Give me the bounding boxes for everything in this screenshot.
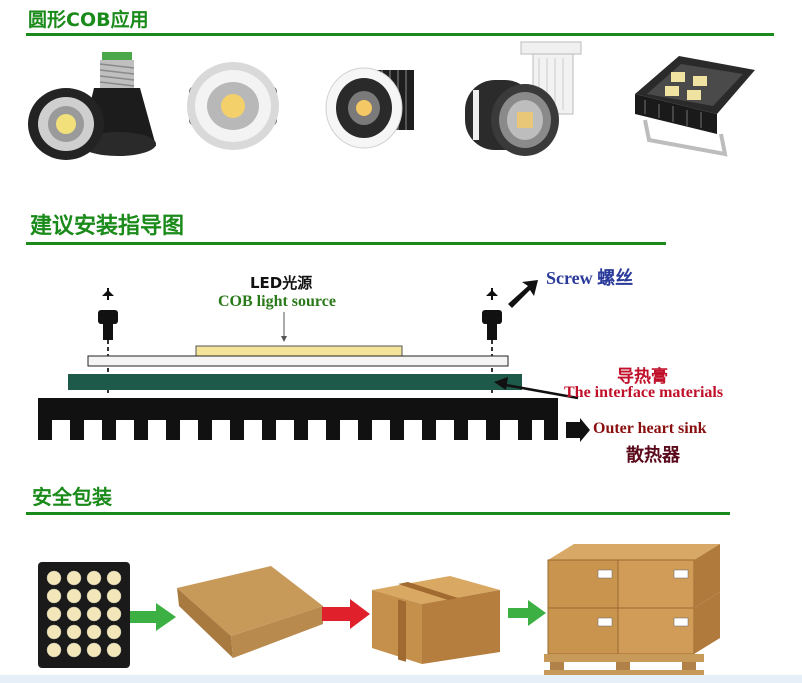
carton-box-image [372,576,500,664]
interface-materials-label: The interface materials [564,384,724,401]
product-image-spot-lamps [28,52,156,160]
heat-sink [38,398,558,420]
substrate-plate [87,355,509,367]
section-title-install-guide: 建议安装指导图 [30,213,185,239]
section-divider [26,33,774,36]
section-divider [26,512,730,515]
heat-sink-fins [38,420,558,440]
section-title-cob-application: 圆形COB应用 [28,9,149,31]
pallet-cartons-image [544,544,720,675]
bottom-edge-bar [0,675,802,683]
product-image-track-light [465,41,582,156]
led-source-label-cn: LED光源 [250,274,313,292]
arrow-right-icon [322,599,370,629]
heat-sink-label-cn: 散热器 [626,445,680,466]
screw-label: Screw 螺丝 [546,268,634,288]
led-source-label-en: COB light source [218,293,336,310]
packing-tray-image [38,562,130,668]
arrow-to-screw [508,280,538,308]
arrow-to-heatsink [566,418,590,442]
thermal-paste-label-cn: 导热膏 [617,367,668,387]
arrow-right-icon [130,603,176,631]
section-divider [26,242,666,245]
product-image-recessed-light [325,67,414,149]
installation-diagram [38,280,590,442]
arrow-to-interface [499,382,579,400]
interface-layer [68,374,522,390]
section-title-safe-packing: 安全包装 [32,485,112,509]
cob-chip [195,345,403,357]
arrow-right-icon [508,600,546,626]
product-image-flood-light [635,56,755,157]
product-image-downlight [187,62,279,150]
heat-sink-label-en: Outer heart sink [593,420,707,437]
inner-box-image [177,566,323,658]
